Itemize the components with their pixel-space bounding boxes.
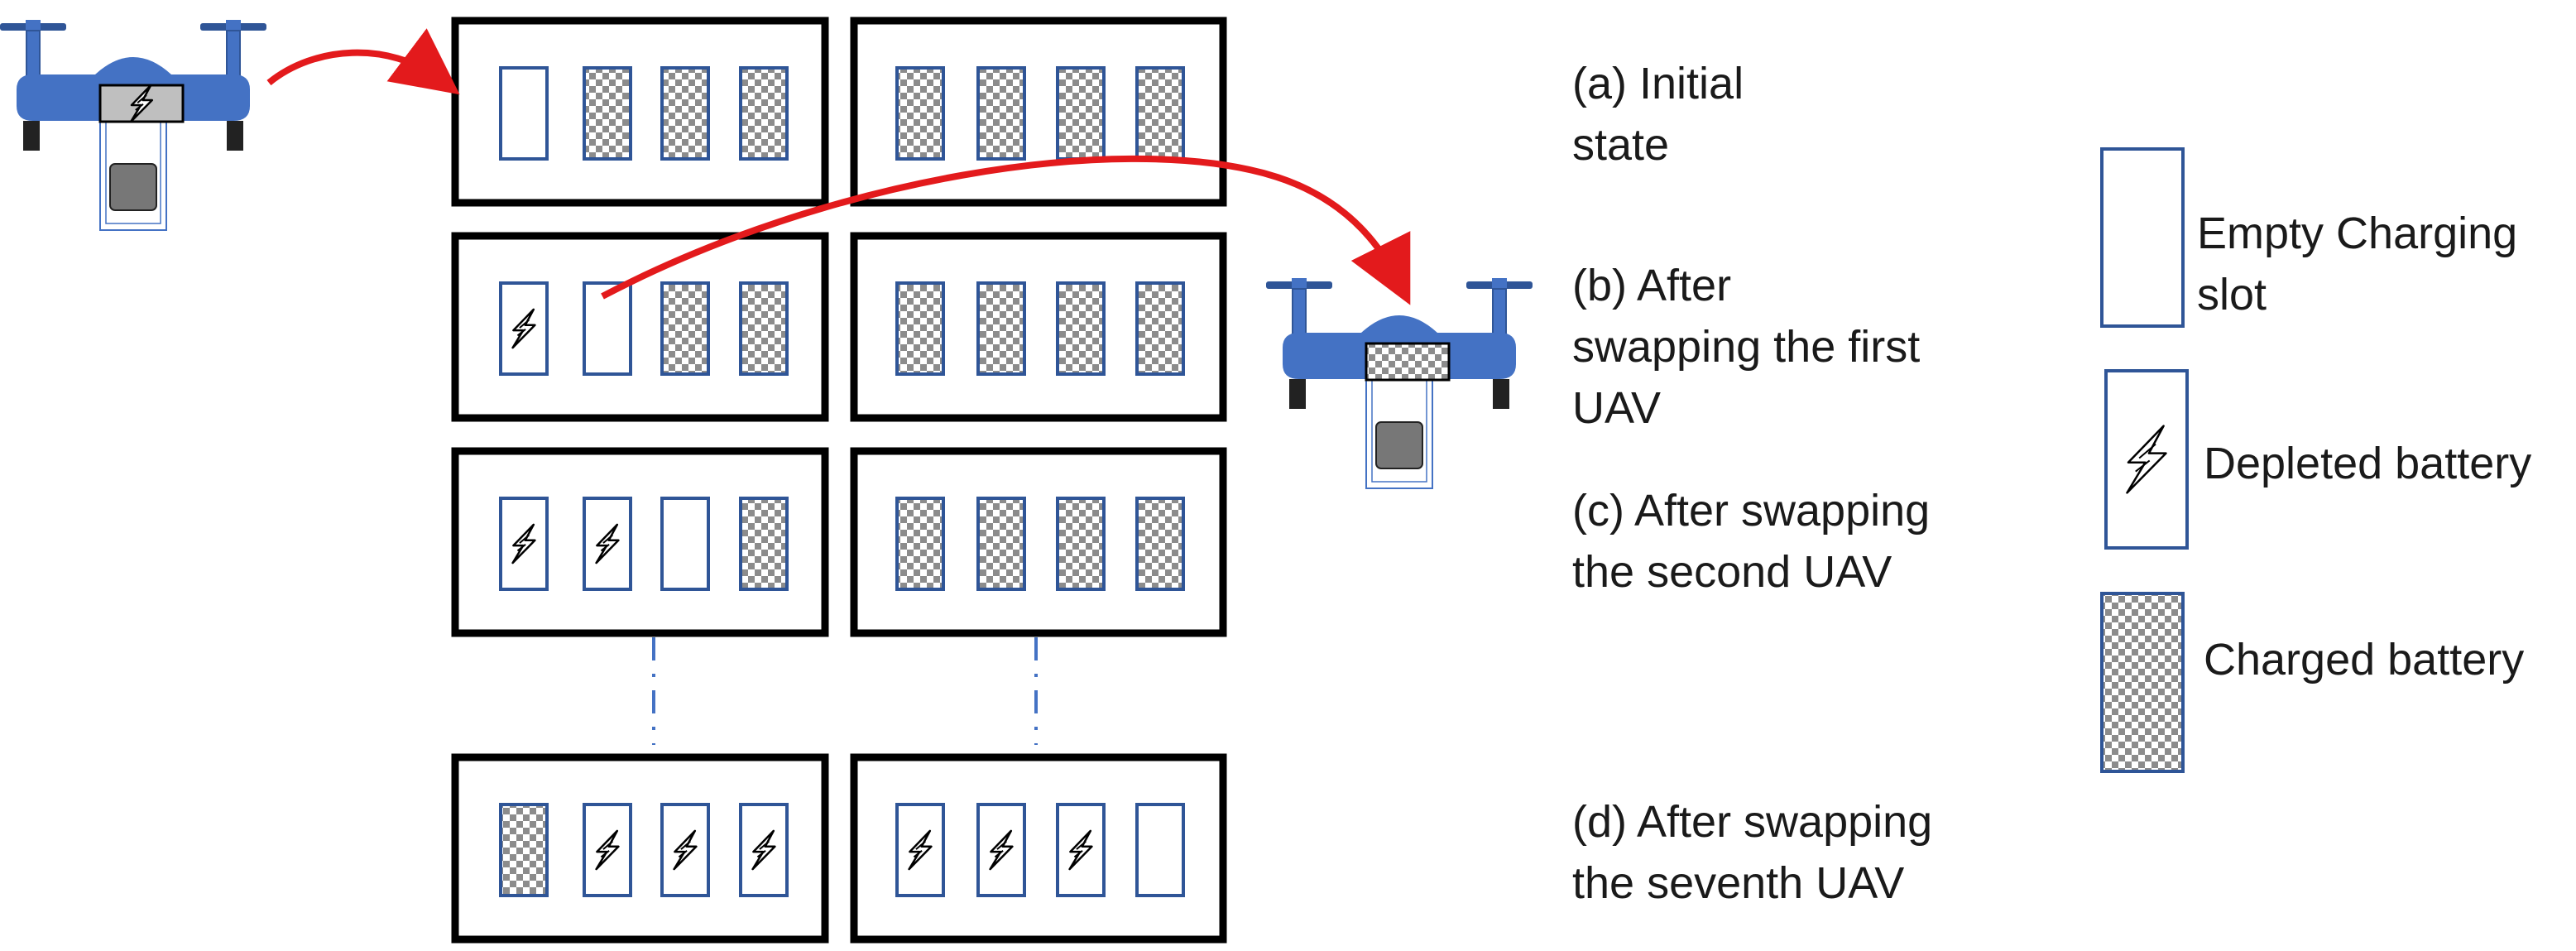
lightning-bolt-icon [989,829,1014,871]
station-right-row-3 [850,447,1227,637]
lightning-bolt-icon [511,523,536,564]
stage-label-line: UAV [1572,383,1662,433]
slot-depleted [499,281,549,376]
slot-charged [895,281,945,376]
slot-charged [1056,66,1106,161]
stage-label-line: swapping the first [1572,322,1921,372]
swap-arrows [266,28,1411,305]
legend-label-line: Depleted battery [2204,439,2532,488]
station-right-row-4 [850,753,1227,944]
lightning-bolt-icon [751,829,776,871]
station-left-row-4 [451,753,829,944]
lightning-bolt-icon [595,523,620,564]
stage-label-a: (a) Initial state [1572,53,1744,175]
slot-depleted [660,803,710,897]
slot-empty [499,66,549,161]
station-right-row-2 [850,232,1227,422]
lightning-bolt-icon [595,829,620,871]
slot-charged [499,803,549,897]
dashed-connectors [652,637,1038,745]
stage-label-line: (c) After swapping [1572,486,1931,536]
slot-charged [1056,281,1106,376]
lightning-bolt-icon [2126,425,2167,494]
slot-empty [583,281,632,376]
lightning-bolt-icon [1068,829,1093,871]
stage-label-line: the seventh UAV [1572,858,1905,908]
lightning-bolt-icon [908,829,933,871]
slot-charged [583,66,632,161]
slot-charged [739,66,789,161]
swap-arrow-icon [601,155,1411,305]
stage-label-c: (c) After swapping the second UAV [1572,480,1930,603]
slot-charged [976,66,1026,161]
slot-empty [660,497,710,591]
slot-depleted [976,803,1026,897]
stage-label-line: (a) Initial [1572,59,1744,108]
legend-label-charged: Charged battery [2204,629,2524,690]
slot-depleted [895,803,945,897]
slot-charged [660,66,710,161]
legend-label-line: Empty Charging [2197,209,2518,258]
lightning-bolt-icon [673,829,698,871]
station-right-row-1 [850,17,1227,207]
slot-depleted [583,497,632,591]
slot-depleted [583,803,632,897]
station-left-row-2 [451,232,829,422]
slot-charged [1056,497,1106,591]
stage-label-line: (d) After swapping [1572,797,1933,847]
uav-arriving-icon [0,20,266,231]
charging-stations [451,17,1227,944]
legend-label-line: slot [2197,270,2267,319]
lightning-bolt-icon [129,84,154,123]
lightning-bolt-icon [511,308,536,349]
slot-charged [1135,281,1185,376]
legend [2100,147,2189,773]
slot-charged [739,497,789,591]
legend-label-line: Charged battery [2204,635,2525,684]
station-left-row-3 [451,447,829,637]
slot-charged [1135,66,1185,161]
slot-charged [976,281,1026,376]
slot-charged [1135,497,1185,591]
slot-charged [739,281,789,376]
legend-swatch-empty [2100,147,2185,328]
station-left-row-1 [451,17,829,207]
uav-drones [0,20,1533,489]
swap-arrow-icon [266,28,460,95]
stage-label-line: the second UAV [1572,547,1892,597]
stage-label-d: (d) After swapping the seventh UAV [1572,791,1932,914]
slot-depleted [739,803,789,897]
slot-depleted [499,497,549,591]
stage-label-line: state [1572,120,1670,170]
legend-label-empty: Empty Charging slot [2197,203,2517,325]
uav-departing-icon [1266,278,1533,489]
legend-swatch-charged [2100,592,2185,773]
slot-charged [660,281,710,376]
slot-empty [1135,803,1185,897]
slot-charged [976,497,1026,591]
legend-label-depleted: Depleted battery [2204,433,2531,494]
slot-charged [895,497,945,591]
slot-charged [895,66,945,161]
slot-depleted [1056,803,1106,897]
legend-swatch-depleted [2104,369,2189,550]
stage-label-line: (b) After [1572,261,1732,310]
